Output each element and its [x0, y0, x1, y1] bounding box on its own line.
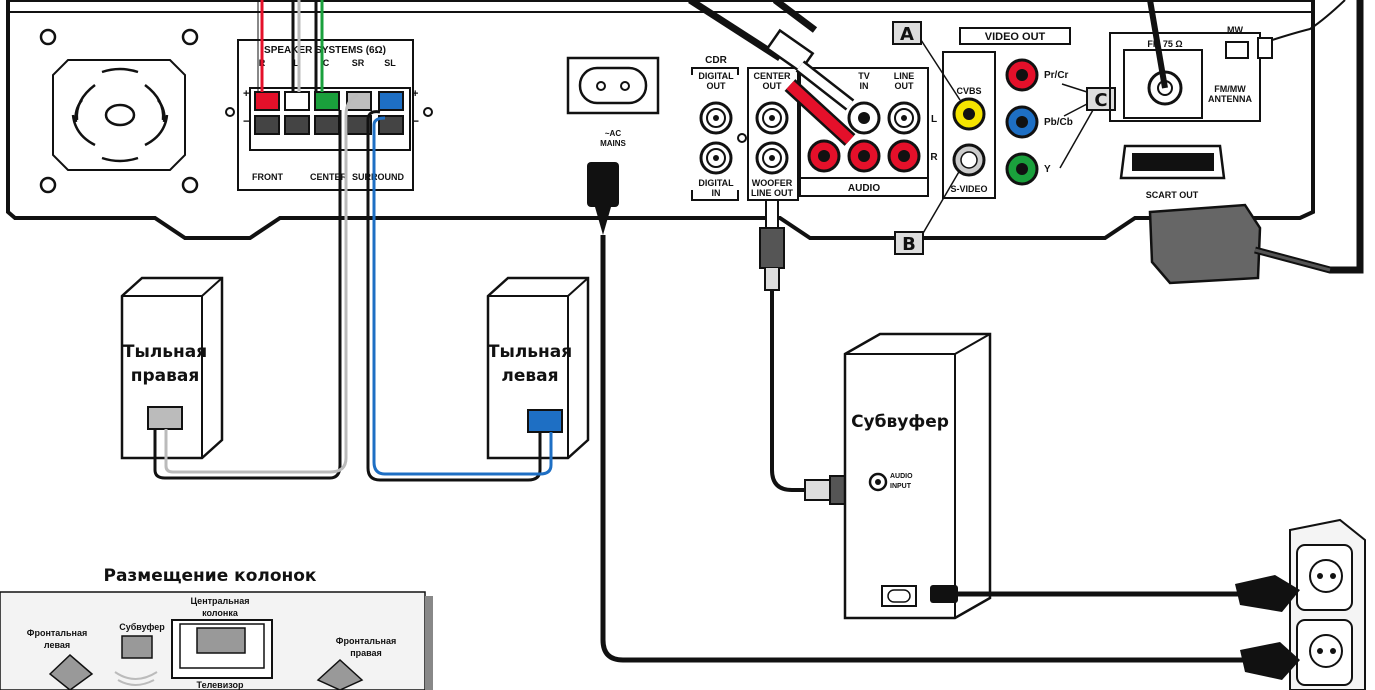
audio-input-label-2: INPUT	[890, 483, 912, 490]
terminal-l-pos[interactable]	[284, 91, 310, 111]
ac-mains-socket: ~AC MAINS	[566, 56, 660, 148]
callout-b-label: B	[902, 234, 916, 255]
center-out-label-1: CENTER	[753, 71, 791, 81]
terminal-l-label: L	[293, 58, 299, 68]
callout-c-label: C	[1094, 90, 1107, 111]
placement-front-right-1: Фронтальная	[336, 636, 396, 646]
tv-audio-cable	[688, 0, 856, 146]
antenna-block: FM 75 Ω MW FM/MW ANTENNA	[1109, 0, 1346, 122]
rear-right-terminal	[147, 406, 183, 430]
rear-right-speaker: Тыльная правая	[120, 93, 359, 480]
rear-right-label-1: Тыльная	[123, 342, 207, 362]
woofer-label-1: WOOFER	[752, 178, 793, 188]
mains-label: MAINS	[600, 139, 626, 148]
svg-text:−: −	[412, 114, 419, 128]
terminal-sl-neg[interactable]	[378, 115, 404, 135]
terminal-c-label: C	[323, 58, 330, 68]
svideo-label: S-VIDEO	[950, 184, 987, 194]
woofer-label-2: LINE OUT	[751, 188, 794, 198]
placement-title: Размещение колонок	[104, 566, 317, 586]
terminal-sr-label: SR	[352, 58, 365, 68]
placement-front-left-1: Фронтальная	[27, 628, 87, 638]
placement-tv: Телевизор	[197, 680, 244, 690]
subwoofer-cable	[759, 199, 863, 505]
rear-left-speaker: Тыльная левая	[366, 110, 590, 482]
ac-power-cord	[587, 162, 1250, 663]
digital-in-label-2: IN	[712, 188, 721, 198]
callout-b: B	[894, 169, 961, 255]
wall-outlets	[1235, 518, 1366, 690]
video-out-section: VIDEO OUT CVBS S-VIDEO Pr/Cr Pb/Cb Y	[942, 27, 1073, 199]
callout-a-label: A	[900, 24, 914, 45]
subwoofer-label: Субвуфер	[851, 412, 949, 432]
channel-r-label: R	[930, 152, 938, 163]
placement-front-left-2: левая	[44, 640, 70, 650]
subwoofer-box: Субвуфер AUDIO INPUT	[843, 332, 1245, 620]
unit-back-panel	[6, 0, 1315, 240]
callout-a: A	[892, 21, 961, 101]
line-out-label-2: OUT	[895, 81, 915, 91]
rear-left-terminal	[527, 409, 563, 433]
cvbs-label: CVBS	[956, 86, 981, 96]
rear-left-label-1: Тыльная	[488, 342, 572, 362]
ac-label: ~AC	[605, 129, 621, 138]
terminal-r-pos[interactable]	[254, 91, 280, 111]
pr-label: Pr/Cr	[1044, 70, 1069, 81]
audio-input-label-1: AUDIO	[890, 473, 913, 480]
mw-label: MW	[1227, 25, 1243, 35]
tv-in-label-2: IN	[860, 81, 869, 91]
digital-in-label-1: DIGITAL	[698, 178, 734, 188]
terminal-r-neg[interactable]	[254, 115, 280, 135]
sub-power-socket	[881, 585, 917, 607]
speaker-systems-label: SPEAKER SYSTEMS (6Ω)	[264, 45, 386, 56]
fm-ohm-label: FM 75 Ω	[1147, 39, 1182, 49]
scart-label: SCART OUT	[1146, 190, 1199, 200]
placement-front-right-2: правая	[350, 648, 382, 658]
terminal-sl-label: SL	[384, 58, 396, 68]
antenna-label: ANTENNA	[1208, 94, 1252, 104]
video-out-label: VIDEO OUT	[985, 31, 1046, 43]
svg-text:+: +	[243, 88, 249, 100]
surround-label: SURROUND	[352, 172, 405, 182]
front-label: FRONT	[252, 172, 283, 182]
y-label: Y	[1044, 164, 1051, 175]
center-woofer-block: CENTER OUT WOOFER LINE OUT	[747, 67, 799, 201]
fan-grille	[39, 28, 199, 194]
terminal-sl-pos[interactable]	[378, 91, 404, 111]
terminal-l-neg[interactable]	[284, 115, 310, 135]
callout-c: C	[1059, 83, 1116, 169]
mw-antenna-jack[interactable]	[1225, 41, 1249, 59]
speaker-placement-inset: Размещение колонок Фронтальная левая Суб…	[0, 566, 433, 690]
audio-label: AUDIO	[848, 183, 880, 194]
speaker-terminal-block: SPEAKER SYSTEMS (6Ω) R L C SR SL + + − −…	[225, 39, 433, 191]
cdr-label: CDR	[705, 55, 727, 66]
terminal-c-pos[interactable]	[314, 91, 340, 111]
rear-left-label-2: левая	[501, 366, 558, 386]
placement-center-2: колонка	[202, 608, 239, 618]
center-label: CENTER	[310, 172, 348, 182]
pb-label: Pb/Cb	[1044, 117, 1073, 128]
digital-out-label-2: OUT	[707, 81, 727, 91]
scart-connector: SCART OUT	[1119, 0, 1364, 285]
tv-in-label-1: TV	[858, 71, 870, 81]
center-out-label-2: OUT	[763, 81, 783, 91]
line-out-label-1: LINE	[894, 71, 915, 81]
placement-subwoofer: Субвуфер	[119, 622, 165, 632]
digital-out-label-1: DIGITAL	[698, 71, 734, 81]
fm-mw-label: FM/MW	[1214, 84, 1246, 94]
front-speaker-cables	[257, 0, 324, 92]
terminal-c-neg[interactable]	[314, 115, 340, 135]
rear-right-label-2: правая	[131, 366, 200, 386]
svg-text:−: −	[243, 114, 250, 128]
audio-block: AUDIO TV IN LINE OUT L R	[799, 67, 938, 197]
svg-text:+: +	[412, 88, 418, 100]
channel-l-label: L	[931, 114, 937, 125]
cdr-digital-block: CDR DIGITAL OUT DIGITAL IN	[691, 55, 747, 201]
placement-center-1: Центральная	[191, 596, 250, 606]
